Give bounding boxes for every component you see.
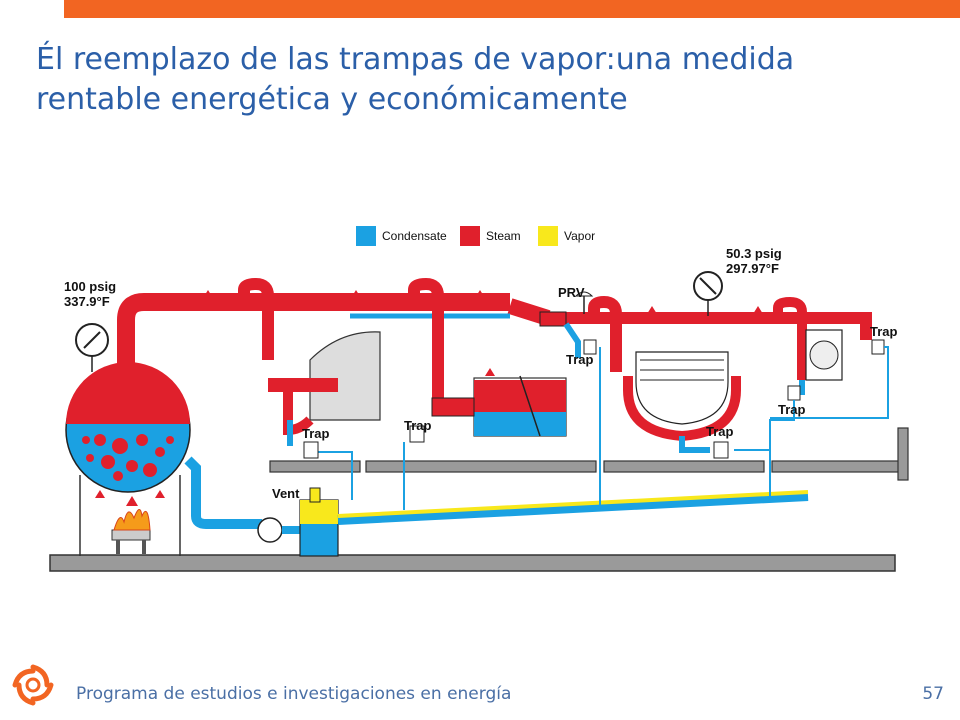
- vent-label: Vent: [272, 486, 300, 501]
- trap-label: Trap: [706, 424, 734, 439]
- unit-heater-1: Trap: [268, 331, 381, 500]
- low-pressure-gauge: 50.3 psig 297.97°F: [693, 246, 782, 316]
- fan-icon: [809, 340, 839, 370]
- boiler: 100 psig 337.9°F: [64, 279, 191, 493]
- boiler-pressure: 100 psig: [64, 279, 116, 294]
- steam-trap: [871, 339, 885, 355]
- trap-label: Trap: [778, 402, 806, 417]
- legend: Condensate Steam Vapor: [356, 226, 595, 246]
- prv-label: PRV: [558, 285, 585, 300]
- page-number: 57: [922, 684, 944, 704]
- steam-trap: [787, 385, 801, 401]
- legend-swatch-vapor: [538, 226, 558, 246]
- trap-label: Trap: [302, 426, 330, 441]
- steam-trap: [583, 339, 597, 355]
- trap-label: Trap: [870, 324, 898, 339]
- low-temperature: 297.97°F: [726, 261, 779, 276]
- legend-swatch-steam: [460, 226, 480, 246]
- legend-swatch-condensate: [356, 226, 376, 246]
- upper-floor-beam: [269, 460, 361, 473]
- prv-valve: [539, 311, 567, 327]
- top-accent-bar: [64, 0, 960, 18]
- footer-program-name: Programa de estudios e investigaciones e…: [76, 684, 512, 704]
- feedwater-line: [184, 456, 262, 529]
- trap-label: Trap: [566, 352, 594, 367]
- legend-condensate: Condensate: [382, 229, 447, 243]
- floor: [49, 427, 909, 572]
- steam-trap: [409, 425, 425, 443]
- unit-heater-2: Trap Trap: [769, 324, 898, 500]
- upper-floor-beam: [771, 460, 901, 473]
- legend-steam: Steam: [486, 229, 521, 243]
- boiler-bubbles: [82, 434, 174, 481]
- trap-label: Trap: [404, 418, 432, 433]
- slide-title: Él reemplazo de las trampas de vapor:una…: [36, 40, 936, 120]
- legend-vapor: Vapor: [564, 229, 595, 243]
- heat-loss-arrows: [95, 290, 763, 506]
- title-line-1: Él reemplazo de las trampas de vapor:una…: [36, 42, 795, 77]
- boiler-temperature: 337.9°F: [64, 294, 110, 309]
- condensate-receiver: Vent: [272, 486, 339, 557]
- heat-exchanger: Trap: [403, 375, 567, 510]
- upper-floor-beam: [365, 460, 597, 473]
- steam-header: [117, 277, 872, 400]
- low-pressure: 50.3 psig: [726, 246, 782, 261]
- steam-trap: [713, 441, 729, 459]
- feed-pump-icon: [257, 517, 283, 543]
- ground-floor-beam: [49, 554, 896, 572]
- jacketed-kettle: Trap: [623, 351, 771, 498]
- upper-floor-beam: [603, 460, 765, 473]
- title-line-2: rentable energética y económicamente: [36, 82, 628, 117]
- brand-logo-icon: [10, 662, 56, 708]
- steam-trap: [303, 441, 319, 459]
- boiler-stand: [79, 475, 181, 556]
- floor-end-post: [897, 427, 909, 481]
- burner-flame-icon: [113, 509, 151, 531]
